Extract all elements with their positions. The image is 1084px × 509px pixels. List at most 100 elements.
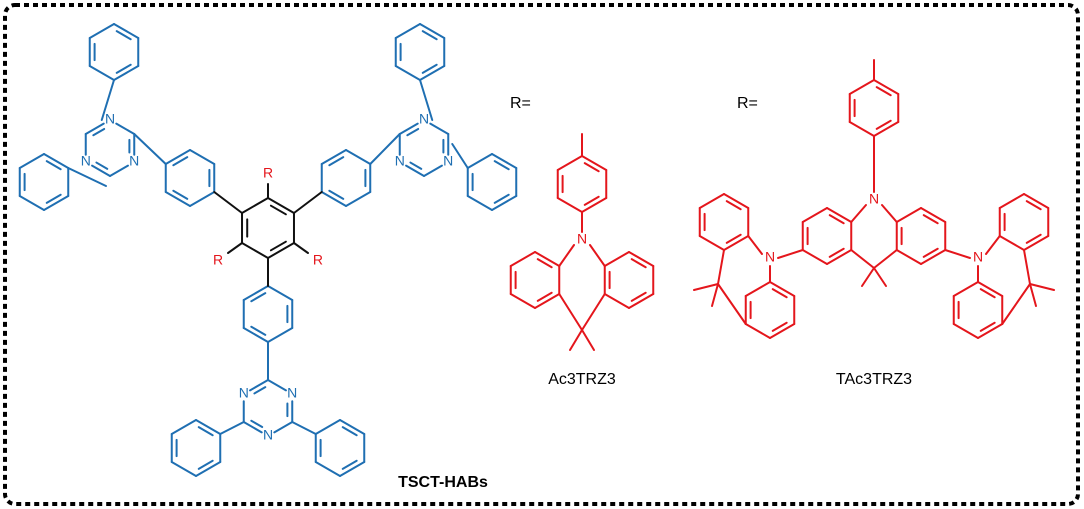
r-equals-label-1: R= xyxy=(510,95,531,112)
bottom-left-phenyl-bond xyxy=(170,461,197,477)
tac-center-left-benzo-bond xyxy=(801,207,828,223)
left-top-phenyl-double-bond xyxy=(115,30,132,41)
bottom-phenylene-double-bond xyxy=(250,292,267,303)
bottom-right-phenyl-double-bond xyxy=(341,426,358,437)
ac-left-benzo-bond xyxy=(509,251,536,267)
ac-tolyl-bond xyxy=(556,155,583,171)
c9-bond xyxy=(850,249,875,269)
tac-right-upper-benzo-double-bond xyxy=(1025,233,1042,244)
triazine-n: N xyxy=(263,427,273,443)
right-phenylene-bond xyxy=(320,149,347,165)
c9-bond xyxy=(873,249,898,269)
methyl xyxy=(861,267,875,287)
ac-tolyl-bond xyxy=(581,155,608,171)
left-bottom-phenyl-double-bond xyxy=(45,160,62,171)
tac-tolyl-double-bond xyxy=(875,119,892,130)
tac3trz3-caption: TAc3TRZ3 xyxy=(836,371,912,388)
left-top-phenyl-bond xyxy=(88,23,115,39)
left-phenylene-double-bond xyxy=(172,156,189,167)
right-bottom-phenyl-bond xyxy=(491,153,518,169)
methyl xyxy=(1029,283,1037,307)
ac-left-benzo-bond xyxy=(509,293,536,309)
tac-left-upper-benzo-bond xyxy=(723,235,750,251)
right-bottom-phenyl-double-bond xyxy=(493,160,510,171)
left-top-phenyl-bond xyxy=(88,65,115,81)
triazine-n: N xyxy=(287,385,297,401)
tac-center-left-benzo-double-bond xyxy=(828,214,845,225)
tac-center-left-benzo-bond xyxy=(826,249,853,265)
bottom-right-phenyl-bond xyxy=(314,461,341,477)
tac-right-upper-benzo-bond xyxy=(1023,235,1050,251)
tac-left-upper-benzo-bond xyxy=(723,193,750,209)
ac-tolyl-double-bond xyxy=(583,195,600,206)
bottom-phenylene-bond xyxy=(267,285,294,301)
central-benzene-double-bond xyxy=(269,204,287,216)
central-benzene-bond xyxy=(267,242,295,259)
ac-left-benzo-double-bond xyxy=(536,291,553,302)
methyl xyxy=(1029,283,1055,291)
bottom-phenylene-bond xyxy=(242,285,269,301)
n-aryl-bond xyxy=(944,249,971,259)
bottom-left-phenyl-bond xyxy=(195,419,222,435)
bottom-right-phenyl-bond xyxy=(314,419,341,435)
tac-left-lower-benzo-bond xyxy=(769,281,796,297)
bottom-left-phenyl-double-bond xyxy=(197,426,214,437)
bottom-right-phenyl-double-bond xyxy=(341,459,358,470)
tac-tolyl-bond xyxy=(873,121,900,137)
r-label-left: R xyxy=(213,252,223,268)
right-phenylene-double-bond xyxy=(328,156,345,167)
tac-center-right-benzo-bond xyxy=(920,249,947,265)
ac3trz3-caption: Ac3TRZ3 xyxy=(548,371,616,388)
r-bond xyxy=(227,242,244,254)
bottom-phenylene-bond xyxy=(242,327,269,343)
tac-left-upper-benzo-bond xyxy=(698,235,725,251)
phenyl-bond xyxy=(67,167,107,187)
central-benzene-bond xyxy=(241,197,269,214)
right-acridine-n: N xyxy=(973,249,983,265)
tac-right-lower-benzo-double-bond xyxy=(979,321,996,332)
tac-center-left-benzo-double-bond xyxy=(828,247,845,258)
left-bottom-phenyl-bond xyxy=(18,195,45,211)
left-bottom-phenyl-double-bond xyxy=(45,193,62,204)
tac-center-left-benzo-bond xyxy=(801,249,828,265)
bottom-triazine-bond xyxy=(249,379,269,392)
tac-right-lower-benzo-bond xyxy=(952,281,979,297)
tac-right-lower-benzo-bond xyxy=(977,281,1004,297)
tac-left-upper-benzo-double-bond xyxy=(725,200,742,211)
r-label-right: R xyxy=(313,252,323,268)
tac-center-right-benzo-bond xyxy=(895,207,922,223)
tac-tolyl-double-bond xyxy=(875,86,892,97)
right-phenylene-bond xyxy=(320,191,347,207)
right-top-phenyl-double-bond xyxy=(421,30,438,41)
central-acridine-n: N xyxy=(869,191,879,207)
central-benzene-double-bond xyxy=(269,240,287,252)
r-equals-label-2: R= xyxy=(737,95,758,112)
bottom-triazine-double-bond xyxy=(250,419,264,429)
bottom-phenylene-double-bond xyxy=(250,325,267,336)
tac-left-lower-benzo-double-bond xyxy=(771,288,788,299)
tac-left-lower-benzo-bond xyxy=(744,281,771,297)
bottom-triazine-double-bond xyxy=(253,386,267,395)
left-phenylene-bond xyxy=(189,149,216,165)
n-benzo-bond xyxy=(850,204,867,223)
aryl-triazine-bond xyxy=(369,133,401,165)
left-top-phenyl-bond xyxy=(113,23,140,39)
methyl xyxy=(581,329,595,351)
r-label-top: R xyxy=(263,165,273,181)
c9-bond xyxy=(1023,249,1031,285)
core-aryl-bond xyxy=(292,191,323,214)
ac-right-benzo-bond xyxy=(603,251,630,267)
bottom-left-phenyl-bond xyxy=(195,461,222,477)
methyl xyxy=(711,283,719,307)
dotted-frame xyxy=(3,3,1080,506)
left-top-phenyl-double-bond xyxy=(115,63,132,74)
bottom-phenylene-bond xyxy=(267,327,294,343)
n-benzo-bond xyxy=(747,235,763,255)
right-top-phenyl-bond xyxy=(419,65,446,81)
ac-right-benzo-double-bond xyxy=(630,291,647,302)
tac-right-upper-benzo-bond xyxy=(1023,193,1050,209)
tsct-habs-caption: TSCT-HABs xyxy=(398,474,488,491)
bottom-left-phenyl-bond xyxy=(170,419,197,435)
bottom-right-phenyl-bond xyxy=(339,419,366,435)
